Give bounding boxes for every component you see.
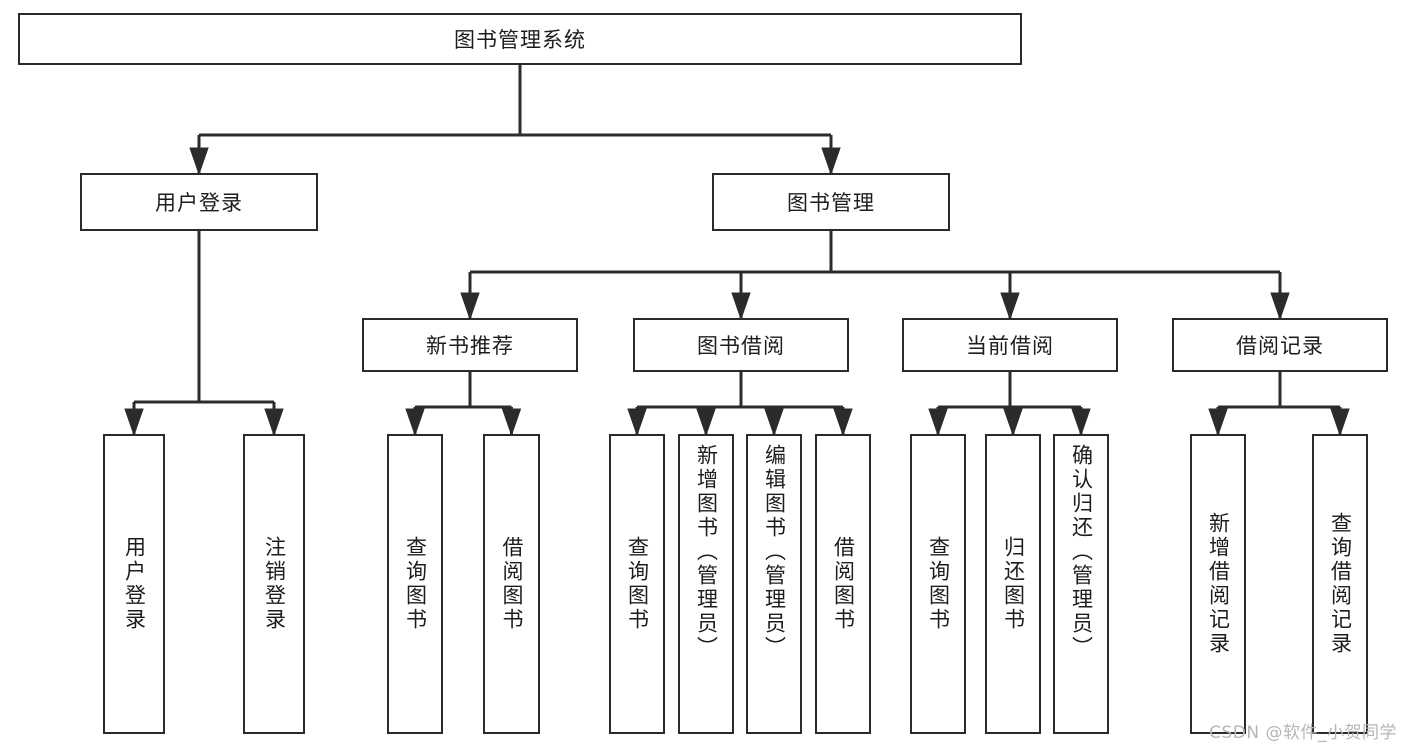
node-new-book-recommend-label: 新书推荐 [426, 334, 514, 358]
leaf-confirm-return-label: 确认归还（管理员） [1069, 444, 1094, 660]
leaf-query-book-2-label: 查询图书 [625, 536, 650, 632]
leaf-query-book-1[interactable]: 查询图书 [387, 434, 443, 734]
node-book-manage-label: 图书管理 [787, 191, 875, 215]
leaf-edit-book[interactable]: 编辑图书（管理员） [746, 434, 802, 734]
leaf-add-borrow-record-label: 新增借阅记录 [1206, 512, 1231, 656]
leaf-return-book[interactable]: 归还图书 [985, 434, 1041, 734]
leaf-borrow-book-1-label: 借阅图书 [500, 536, 524, 632]
node-root[interactable]: 图书管理系统 [18, 13, 1022, 65]
node-book-borrow[interactable]: 图书借阅 [633, 318, 849, 372]
leaf-edit-book-label: 编辑图书（管理员） [762, 444, 787, 660]
node-current-borrow[interactable]: 当前借阅 [902, 318, 1118, 372]
leaf-query-book-3[interactable]: 查询图书 [910, 434, 966, 734]
leaf-return-book-label: 归还图书 [1001, 536, 1026, 632]
leaf-query-book-2[interactable]: 查询图书 [609, 434, 665, 734]
leaf-user-login-label: 用户登录 [122, 536, 147, 632]
leaf-confirm-return[interactable]: 确认归还（管理员） [1053, 434, 1109, 734]
leaf-query-book-1-label: 查询图书 [403, 536, 428, 632]
watermark-text: CSDN @软件_小贺同学 [1209, 723, 1397, 743]
leaf-borrow-book-1[interactable]: 借阅图书 [483, 434, 540, 734]
node-user-login[interactable]: 用户登录 [80, 173, 318, 231]
leaf-logout-label: 注销登录 [262, 536, 287, 632]
leaf-query-borrow-record-label: 查询借阅记录 [1328, 512, 1353, 656]
leaf-logout[interactable]: 注销登录 [243, 434, 305, 734]
node-user-login-label: 用户登录 [155, 191, 243, 215]
leaf-query-borrow-record[interactable]: 查询借阅记录 [1312, 434, 1368, 734]
node-current-borrow-label: 当前借阅 [966, 334, 1054, 358]
leaf-add-borrow-record[interactable]: 新增借阅记录 [1190, 434, 1246, 734]
node-root-label: 图书管理系统 [454, 28, 586, 52]
node-borrow-record[interactable]: 借阅记录 [1172, 318, 1388, 372]
node-book-manage[interactable]: 图书管理 [712, 173, 950, 231]
node-borrow-record-label: 借阅记录 [1236, 334, 1324, 358]
leaf-user-login[interactable]: 用户登录 [103, 434, 165, 734]
leaf-borrow-book-2-label: 借阅图书 [831, 536, 856, 632]
node-new-book-recommend[interactable]: 新书推荐 [362, 318, 578, 372]
leaf-borrow-book-2[interactable]: 借阅图书 [815, 434, 871, 734]
leaf-query-book-3-label: 查询图书 [926, 536, 951, 632]
leaf-add-book[interactable]: 新增图书（管理员） [678, 434, 734, 734]
leaf-add-book-label: 新增图书（管理员） [694, 444, 719, 660]
node-book-borrow-label: 图书借阅 [697, 334, 785, 358]
